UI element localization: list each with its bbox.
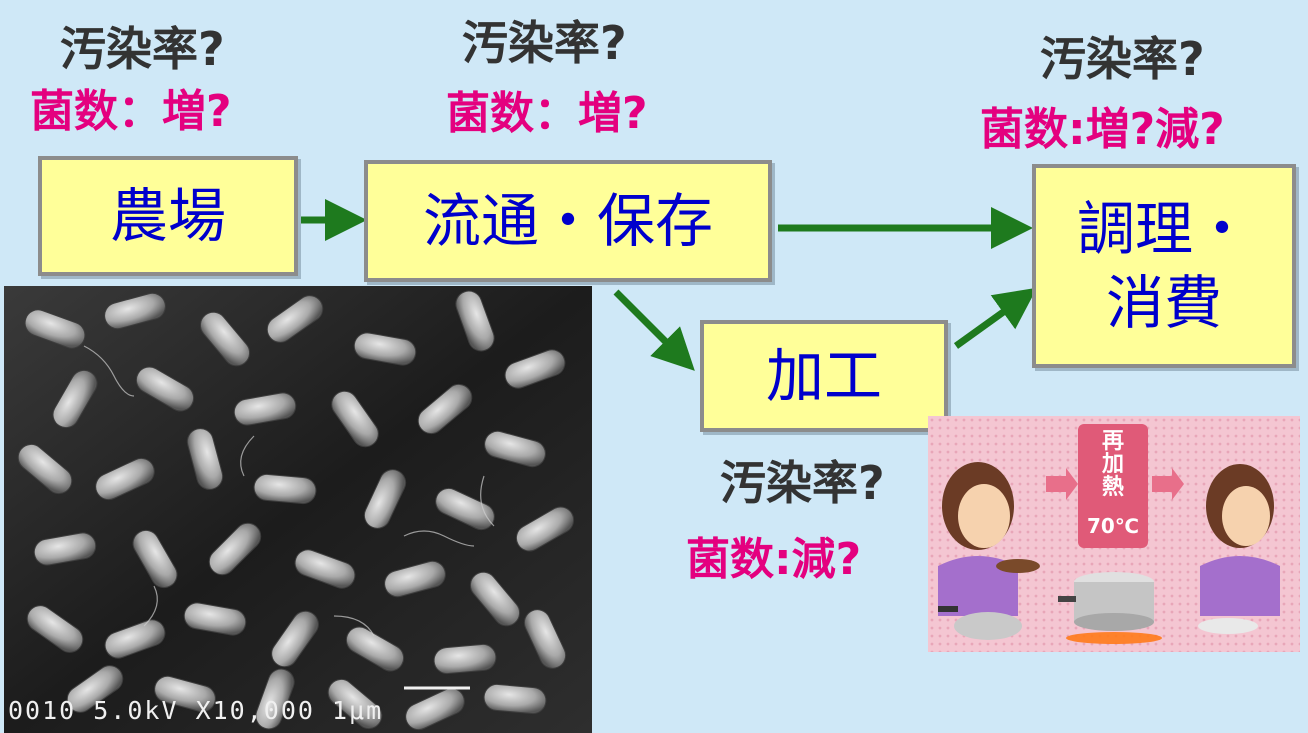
micrograph-caption: 0010 5.0kV X10,000 1μm (8, 696, 384, 725)
farm-bacteria-count-label: 菌数：増? (30, 86, 232, 137)
distribution-storage-box: 流通・保存 (364, 160, 772, 282)
consumption-name-line2: 消費 (1105, 269, 1222, 337)
arrow-processing-to-consumption (953, 287, 1038, 349)
bacteria-cells-image (4, 286, 592, 733)
reheat-label: 再加熱 (1101, 429, 1124, 501)
reheat-illustration: 再加熱 70℃ (928, 416, 1300, 652)
farm-contamination-label: 汚染率? (60, 22, 225, 76)
farm-box: 農場 (38, 156, 298, 276)
processing-box: 加工 (700, 320, 948, 432)
distribution-contamination-label: 汚染率? (462, 16, 627, 70)
bacteria-micrograph: 0010 5.0kV X10,000 1μm (4, 286, 592, 733)
distribution-bacteria-count-label: 菌数：増? (446, 88, 648, 139)
consumption-name-line1: 調理・ (1076, 195, 1251, 263)
arrow-distribution-to-processing (613, 289, 695, 371)
reheat-temperature: 70℃ (1086, 514, 1140, 538)
consumption-contamination-label: 汚染率? (1040, 32, 1205, 86)
processing-bacteria-count-label: 菌数:減? (686, 534, 862, 585)
reheat-cartoon (928, 416, 1300, 652)
processing-contamination-label: 汚染率? (720, 456, 885, 510)
consumption-bacteria-count-label: 菌数:増?減? (980, 104, 1225, 155)
cooking-consumption-box: 調理・ 消費 (1032, 164, 1296, 368)
